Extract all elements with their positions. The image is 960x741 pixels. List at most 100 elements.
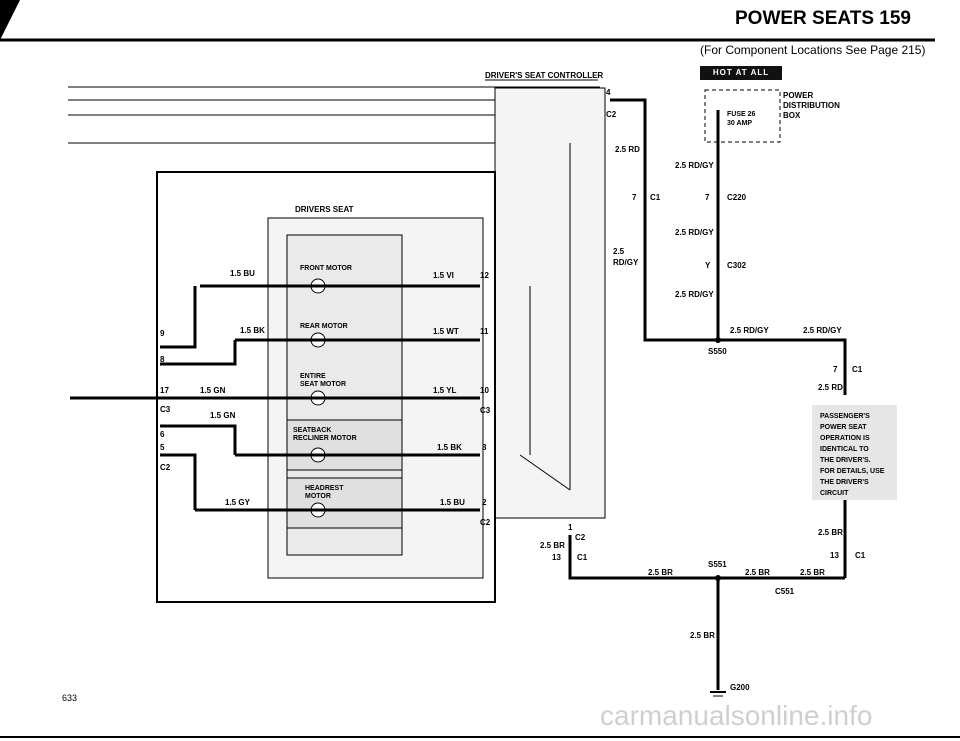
connector-label: C1 — [852, 365, 863, 374]
ground-label: G200 — [730, 683, 750, 692]
pin-number: 2 — [482, 498, 487, 507]
wire-label: 1.5 GN — [210, 411, 236, 420]
pdb-label: DISTRIBUTION — [783, 101, 840, 110]
pin-number: Y — [705, 261, 711, 270]
drivers-seat-label: DRIVERS SEAT — [295, 205, 354, 214]
passenger-note: PASSENGER'S POWER SEAT OPERATION IS IDEN… — [820, 413, 885, 497]
pin-number: 10 — [480, 386, 489, 395]
svg-text:RECLINER MOTOR: RECLINER MOTOR — [293, 435, 357, 442]
svg-text:FRONT MOTOR: FRONT MOTOR — [300, 265, 352, 272]
svg-text:THE DRIVER'S.: THE DRIVER'S. — [820, 457, 871, 464]
ground-icon — [710, 691, 726, 697]
controller-label: DRIVER'S SEAT CONTROLLER — [485, 71, 603, 80]
watermark: carmanualsonline.info — [600, 700, 873, 731]
pin-number: 7 — [833, 365, 838, 374]
connector-label: C3 — [160, 405, 171, 414]
connector-label: C1 — [855, 551, 866, 560]
wire-label: 1.5 GN — [200, 386, 226, 395]
pin-number: 4 — [606, 88, 611, 97]
pin-number: 11 — [480, 327, 489, 336]
wire-label: 1.5 VI — [433, 271, 454, 280]
svg-text:POWER SEAT: POWER SEAT — [820, 424, 867, 431]
pin-number: 8 — [160, 355, 165, 364]
pin-number: 6 — [160, 430, 165, 439]
svg-text:SEAT MOTOR: SEAT MOTOR — [300, 381, 346, 388]
wire-label: 2.5 RD/GY — [675, 228, 714, 237]
wire-label: 1.5 BU — [230, 269, 255, 278]
wire-label: 1.5 BK — [240, 326, 265, 335]
splice-label: S550 — [708, 347, 727, 356]
connector-label: C2 — [480, 518, 491, 527]
drivers-seat-controller-box — [494, 87, 606, 519]
pin-number: 9 — [160, 329, 165, 338]
pdb-label: BOX — [783, 111, 801, 120]
wire-label: 1.5 WT — [433, 327, 459, 336]
connector-label: C2 — [160, 463, 171, 472]
seat-harness-frame — [156, 171, 496, 603]
wire-label: 1.5 YL — [433, 386, 457, 395]
pin-number: 13 — [830, 551, 839, 560]
passenger-note-box — [812, 405, 897, 500]
connector-label: C302 — [727, 261, 747, 270]
wire-label: 2.5 BR — [745, 568, 770, 577]
pin-number: 3 — [482, 443, 487, 452]
wire-label: 2.5 BR — [690, 631, 715, 640]
connector-label: C2 — [606, 110, 617, 119]
svg-text:SEATBACK: SEATBACK — [293, 427, 331, 434]
fuse-rating: 30 AMP — [727, 120, 752, 127]
connector-label: C2 — [575, 533, 586, 542]
pin-number: 7 — [705, 193, 710, 202]
pdb-label: POWER — [783, 91, 813, 100]
rear-motor: REAR MOTOR — [235, 323, 480, 348]
power-distribution-box — [704, 89, 781, 143]
page-subtitle: (For Component Locations See Page 215) — [700, 43, 926, 57]
splice-s550 — [715, 337, 721, 343]
wire-label: 2.5 RD/GY — [803, 326, 842, 335]
svg-text:OPERATION IS: OPERATION IS — [820, 435, 870, 442]
power-feed — [568, 98, 847, 690]
connector-label: C220 — [727, 193, 747, 202]
wire-label: 2.5 BR — [648, 568, 673, 577]
wire-label: 2.5 BR — [818, 528, 843, 537]
fuse-label: FUSE 26 — [727, 111, 756, 118]
svg-text:MOTOR: MOTOR — [305, 493, 331, 500]
pin-number: 17 — [160, 386, 169, 395]
connector-label: C1 — [650, 193, 661, 202]
wire-label: 2.5 RD/GY — [730, 326, 769, 335]
wire-label: 2.5 RD — [615, 145, 640, 154]
wire-label: 2.5 BR — [800, 568, 825, 577]
seatback-recliner-motor: SEATBACK RECLINER MOTOR — [235, 419, 480, 471]
hot-at-all-times-badge: HOT AT ALL TIMES — [700, 66, 782, 91]
pin-number: 7 — [632, 193, 637, 202]
svg-text:REAR MOTOR: REAR MOTOR — [300, 323, 348, 330]
svg-text:CIRCUIT: CIRCUIT — [820, 490, 849, 497]
front-motor: FRONT MOTOR — [200, 265, 480, 294]
left-wires — [70, 286, 237, 510]
page-title: POWER SEATS 159 — [735, 8, 911, 29]
pin-number: 5 — [160, 443, 165, 452]
pin-number: 1 — [568, 523, 573, 532]
headrest-motor: HEADREST MOTOR — [195, 477, 480, 529]
pin-number: 12 — [480, 271, 489, 280]
wire-label: 2.5 RD/GY — [675, 161, 714, 170]
wire-label: 2.5 RD — [818, 383, 843, 392]
wire-label: 1.5 BK — [437, 443, 462, 452]
wire-label: 1.5 BU — [440, 498, 465, 507]
connector-label: C551 — [775, 587, 795, 596]
wire-label: 1.5 GY — [225, 498, 251, 507]
controller-internal-wiring — [519, 143, 571, 491]
wire-label: RD/GY — [613, 258, 639, 267]
entire-seat-motor: ENTIRE SEAT MOTOR — [160, 373, 480, 406]
svg-text:IDENTICAL TO: IDENTICAL TO — [820, 446, 869, 453]
wire-label: 2.5 BR — [540, 541, 565, 550]
connector-label: C3 — [480, 406, 491, 415]
splice-s551 — [715, 575, 721, 581]
wire-label: 2.5 — [613, 247, 625, 256]
svg-text:THE DRIVER'S: THE DRIVER'S — [820, 479, 869, 486]
splice-label: S551 — [708, 560, 727, 569]
svg-text:FOR DETAILS, USE: FOR DETAILS, USE — [820, 468, 885, 475]
pin-number: 13 — [552, 553, 561, 562]
wire-label: 2.5 RD/GY — [675, 290, 714, 299]
